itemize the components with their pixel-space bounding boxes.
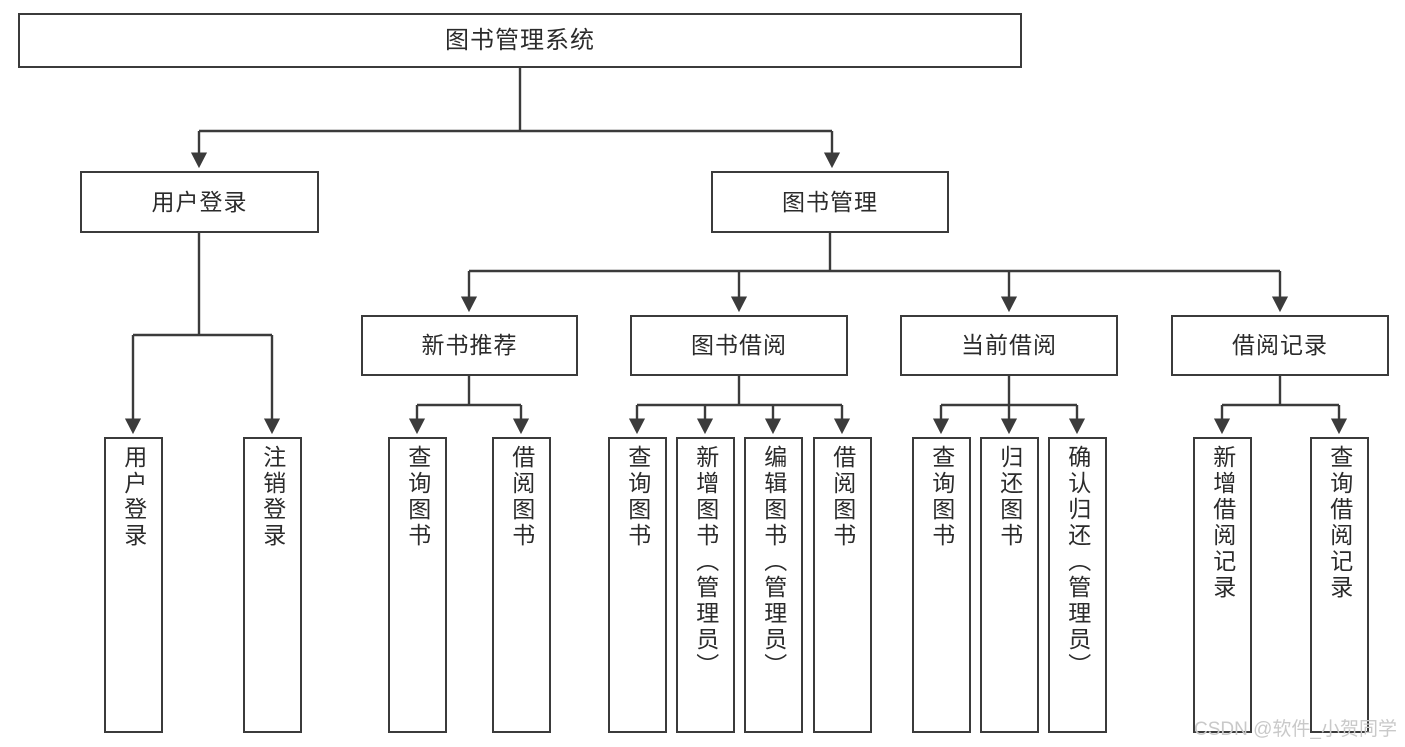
node-label: 查询图书: [404, 445, 431, 549]
node-label: 用户登录: [120, 445, 147, 549]
node-label: 新增借阅记录: [1209, 445, 1236, 601]
leaf-borrow-edit-book-admin[interactable]: 编辑图书（管理员）: [744, 437, 803, 733]
leaf-recommend-query-book[interactable]: 查询图书: [388, 437, 447, 733]
node-label: 注销登录: [259, 445, 286, 549]
node-label: 查询借阅记录: [1326, 445, 1353, 601]
node-label: 借阅记录: [1232, 332, 1328, 359]
node-label: 新书推荐: [421, 332, 518, 359]
leaf-current-query-book[interactable]: 查询图书: [912, 437, 971, 733]
node-label: 新增图书（管理员）: [692, 445, 719, 679]
node-label: 用户登录: [151, 188, 248, 215]
node-label: 图书管理系统: [445, 26, 595, 54]
node-label: 查询图书: [928, 445, 955, 549]
node-label: 图书借阅: [691, 332, 787, 359]
node-label: 借阅图书: [508, 445, 535, 549]
leaf-user-login-login[interactable]: 用户登录: [104, 437, 163, 733]
leaf-borrow-add-book-admin[interactable]: 新增图书（管理员）: [676, 437, 735, 733]
leaf-borrow-borrow-book[interactable]: 借阅图书: [813, 437, 872, 733]
node-label: 借阅图书: [829, 445, 856, 549]
node-user-login[interactable]: 用户登录: [80, 171, 319, 233]
leaf-recommend-borrow-book[interactable]: 借阅图书: [492, 437, 551, 733]
leaf-record-query-record[interactable]: 查询借阅记录: [1310, 437, 1369, 733]
leaf-record-add-record[interactable]: 新增借阅记录: [1193, 437, 1252, 733]
node-label: 图书管理: [782, 188, 878, 215]
node-label: 当前借阅: [961, 332, 1057, 359]
leaf-user-login-logout[interactable]: 注销登录: [243, 437, 302, 733]
leaf-current-return-book[interactable]: 归还图书: [980, 437, 1039, 733]
leaf-borrow-query-book[interactable]: 查询图书: [608, 437, 667, 733]
node-book-management[interactable]: 图书管理: [711, 171, 949, 233]
node-label: 编辑图书（管理员）: [760, 445, 787, 679]
node-label: 确认归还（管理员）: [1064, 445, 1091, 679]
node-borrow-record[interactable]: 借阅记录: [1171, 315, 1389, 376]
node-book-borrow[interactable]: 图书借阅: [630, 315, 848, 376]
node-root-system[interactable]: 图书管理系统: [18, 13, 1022, 68]
node-label: 归还图书: [996, 445, 1023, 549]
leaf-current-confirm-return-admin[interactable]: 确认归还（管理员）: [1048, 437, 1107, 733]
node-new-book-recommend[interactable]: 新书推荐: [361, 315, 578, 376]
node-current-borrow[interactable]: 当前借阅: [900, 315, 1118, 376]
node-label: 查询图书: [624, 445, 651, 549]
csdn-watermark: CSDN @软件_小贺同学: [1194, 719, 1397, 740]
